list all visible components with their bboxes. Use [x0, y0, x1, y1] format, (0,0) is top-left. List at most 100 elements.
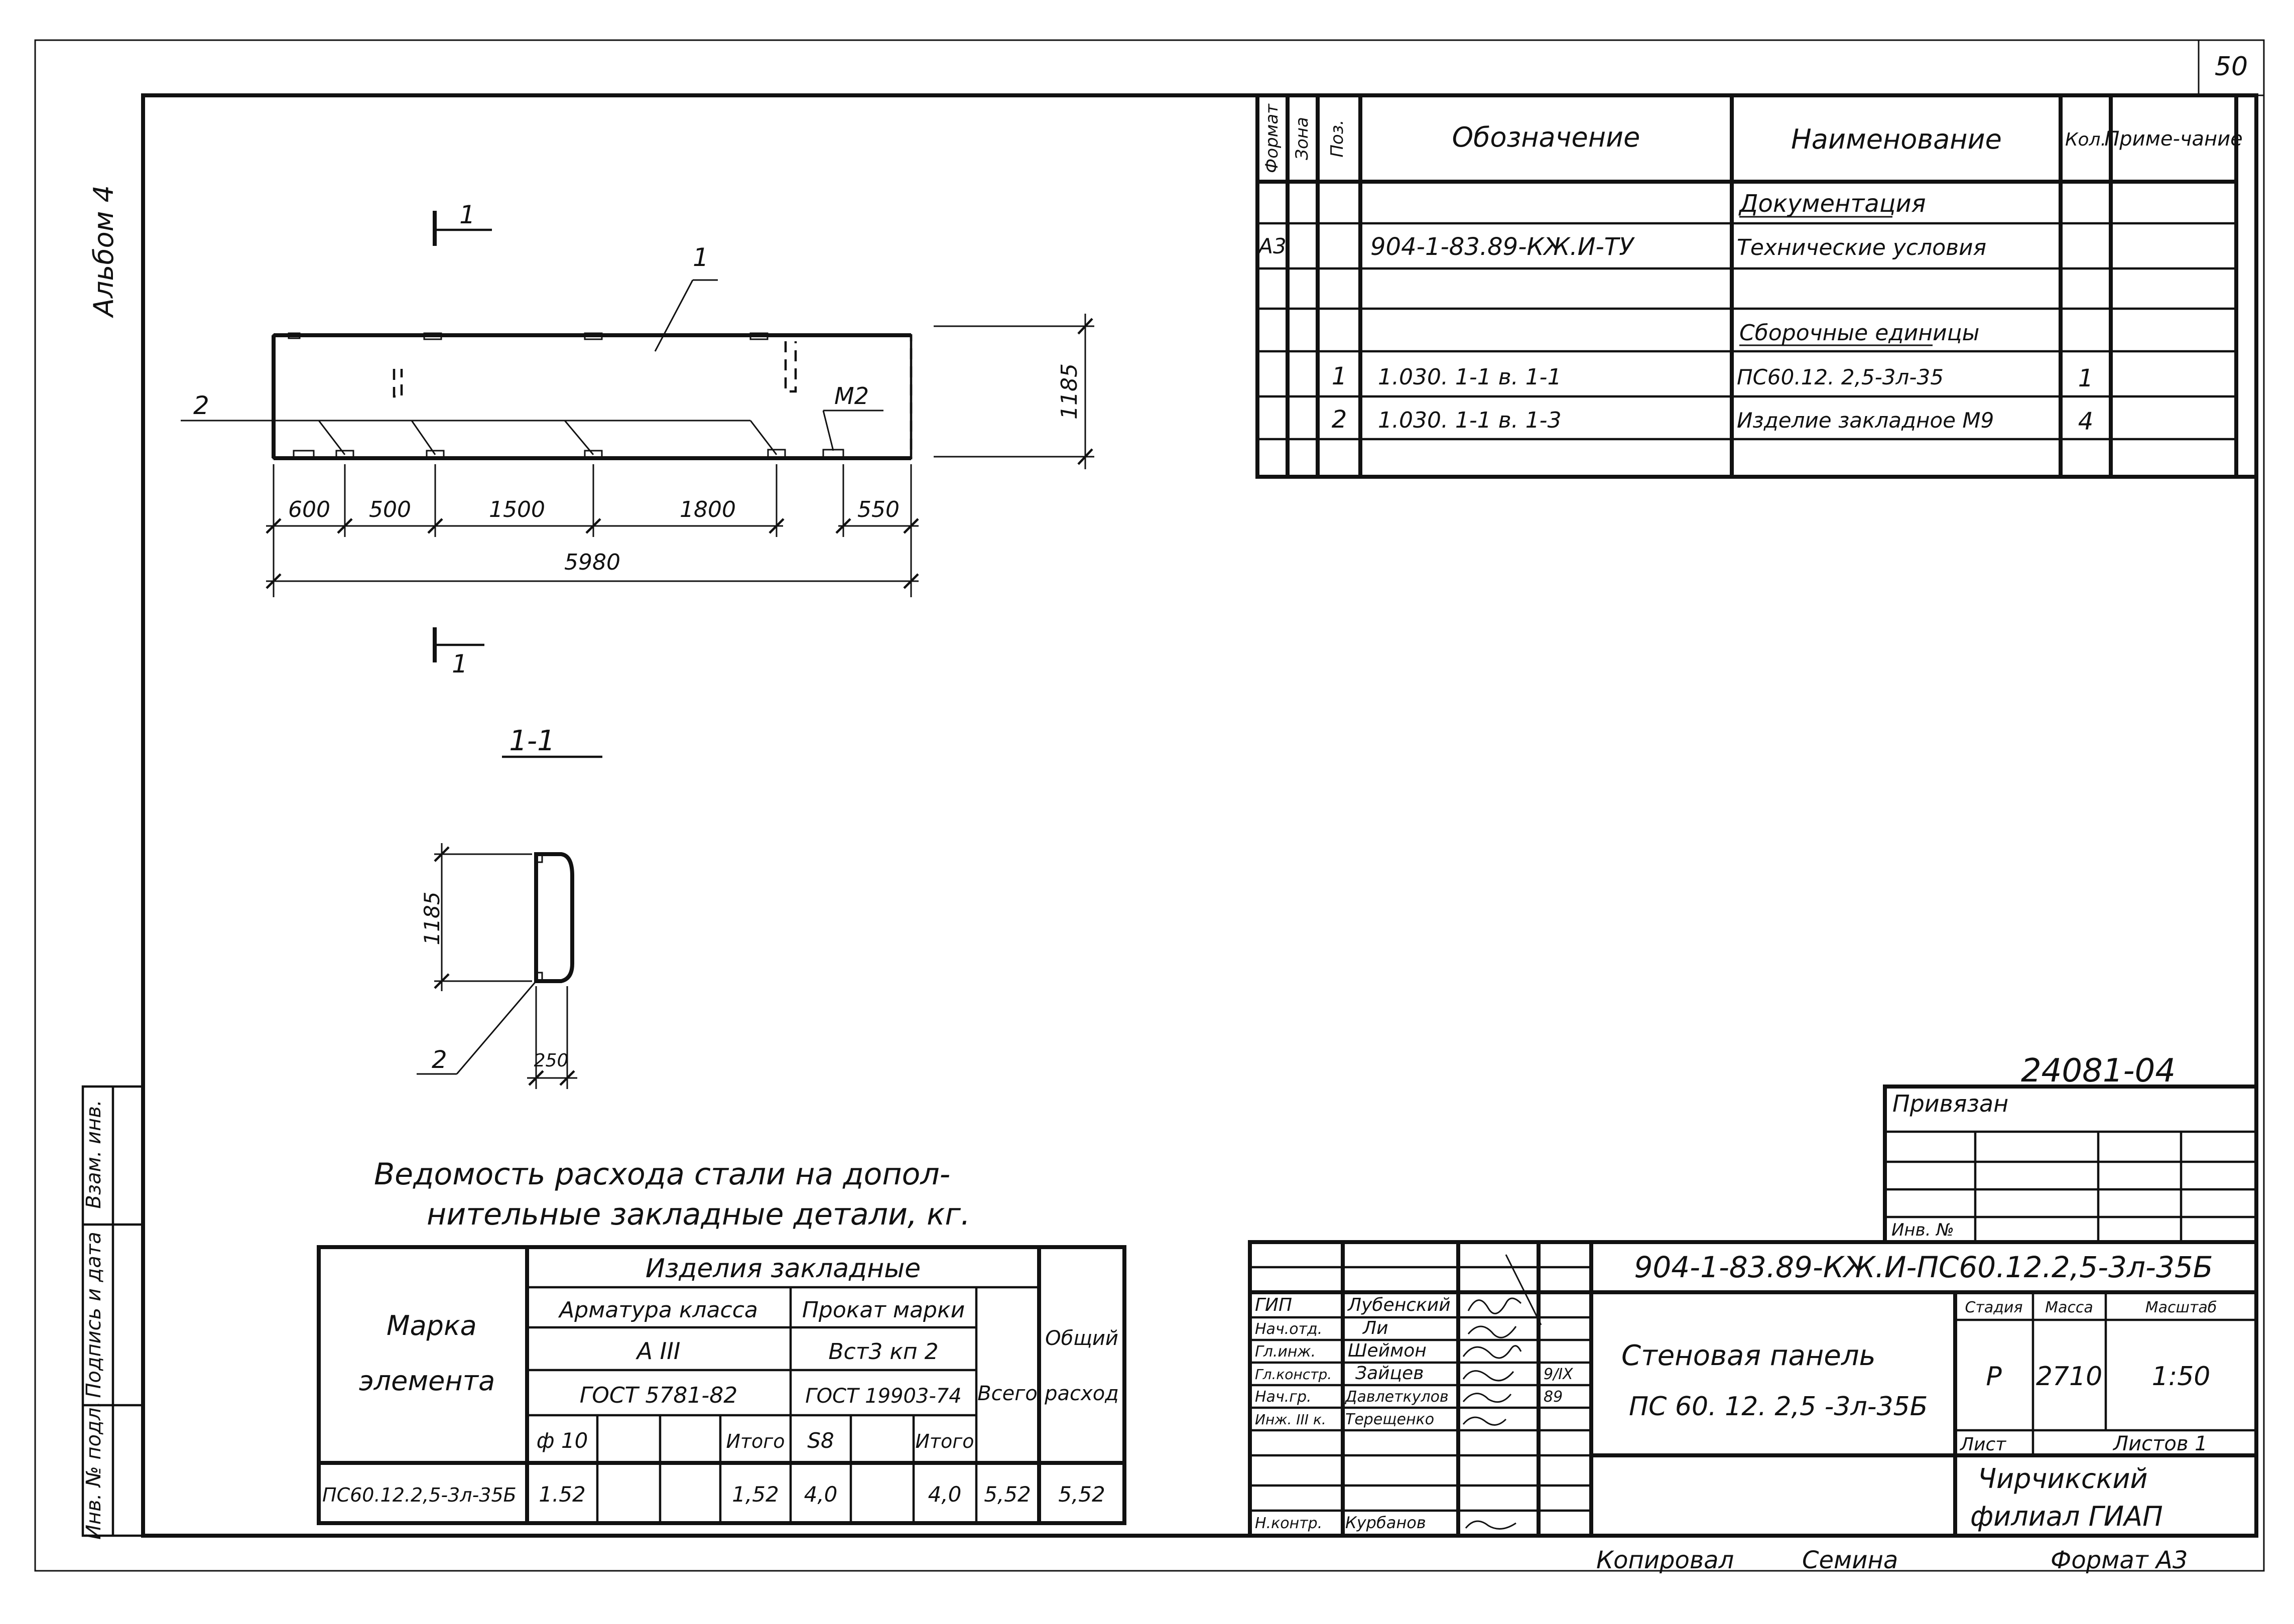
tb-listov: Листов 1: [2112, 1432, 2208, 1455]
tb-name-line1: Стеновая панель: [1621, 1339, 1876, 1372]
spec-row-5-poz: 2: [1332, 405, 1347, 434]
spec-row-0-name: Документация: [1738, 190, 1926, 218]
steel-title-2: нительные закладные детали, кг.: [427, 1197, 970, 1232]
steel-gost1: ГОСТ 5781-82: [580, 1383, 738, 1408]
steel-row-itogo2: 4,0: [928, 1482, 962, 1507]
spec-h-oboznach: Обозначение: [1452, 121, 1640, 153]
side-podpis: Подпись и дата: [82, 1232, 105, 1398]
dim-1800: 1800: [680, 497, 736, 522]
title-block: ГИП Лубенский Нач.отд. Ли Гл.инж. Шеймон…: [1248, 1240, 2258, 1538]
tb-stadiya: Р: [1986, 1362, 2002, 1392]
dim-600: 600: [288, 497, 330, 522]
tb-date-1: 9/IX: [1544, 1366, 1574, 1383]
inv-no-label: Инв. №: [1891, 1220, 1954, 1240]
signatures: [1462, 1254, 1542, 1530]
spec-row-1-oboznach: 904-1-83.89-КЖ.И-ТУ: [1370, 233, 1635, 261]
tb-role-3: Гл.констр.: [1255, 1366, 1332, 1383]
steel-prokat: Прокат марки: [802, 1297, 965, 1323]
sheet-number: 50: [2215, 52, 2248, 82]
tb-name-0: Лубенский: [1347, 1295, 1451, 1315]
tb-name-4: Давлеткулов: [1344, 1388, 1449, 1406]
section-width-dim: 250: [534, 1050, 569, 1071]
tb-designation: 904-1-83.89-КЖ.И-ПС60.12.2,5-3л-35Б: [1634, 1250, 2213, 1284]
steel-itogo-2: Итого: [915, 1430, 974, 1452]
tb-masshtab: 1:50: [2152, 1362, 2211, 1392]
steel-d10: ф 10: [537, 1428, 588, 1453]
steel-row-obshiy: 5,52: [1058, 1482, 1105, 1507]
tb-masshtab-h: Масштаб: [2145, 1299, 2217, 1316]
steel-rashod: расход: [1044, 1382, 1119, 1405]
panel-outline: [272, 334, 913, 460]
tb-org-1: Чирчикский: [1978, 1463, 2148, 1495]
dim-550: 550: [857, 497, 900, 522]
tb-role-5: Инж. III к.: [1255, 1411, 1326, 1428]
spec-row-1-name: Технические условия: [1737, 235, 1986, 260]
tb-date-2: 89: [1544, 1388, 1563, 1406]
side-inv-podl: Инв. № подл.: [82, 1401, 105, 1540]
steel-row-d10: 1.52: [539, 1482, 586, 1507]
steel-vsego: Всего: [977, 1382, 1038, 1405]
tb-role-2: Гл.инж.: [1255, 1343, 1316, 1361]
leader-label-1: 1: [693, 243, 709, 272]
tb-role-0: ГИП: [1255, 1295, 1292, 1315]
section-marker-top: 1: [459, 200, 475, 229]
side-stamp: Взам. инв. Подпись и дата Инв. № подл.: [81, 1085, 145, 1540]
section-marker-bottom: 1: [452, 649, 468, 679]
steel-title-1: Ведомость расхода стали на допол-: [374, 1157, 950, 1192]
leader-label-m2: М2: [834, 382, 869, 410]
section-leader: 2: [432, 1046, 447, 1074]
tb-massa: 2710: [2036, 1362, 2102, 1392]
spec-row-4-oboznach: 1.030. 1-1 в. 1-1: [1378, 364, 1562, 390]
inner-frame: [141, 93, 2258, 1538]
spec-h-kol: Кол.: [2065, 129, 2106, 150]
spec-row-5-name: Изделие закладное М9: [1737, 408, 1994, 433]
spec-row-5-kol: 4: [2078, 408, 2094, 436]
tb-name-3: Зайцев: [1355, 1363, 1424, 1384]
steel-row-vsego: 5,52: [984, 1482, 1031, 1507]
tb-name-2: Шеймон: [1348, 1340, 1427, 1361]
steel-row-itogo1: 1,52: [732, 1482, 779, 1507]
spec-row-1-format: А3: [1257, 234, 1286, 258]
spec-h-zona: Зона: [1292, 117, 1312, 160]
kopiroval-name: Семина: [1802, 1546, 1898, 1574]
dim-500: 500: [369, 497, 411, 522]
tb-list: Лист: [1959, 1434, 2006, 1455]
steel-gost2: ГОСТ 19903-74: [805, 1385, 961, 1408]
leader-label-2: 2: [193, 391, 209, 420]
tb-org-2: филиал ГИАП: [1970, 1501, 2163, 1532]
spec-row-4-kol: 1: [2078, 364, 2094, 392]
spec-row-4-poz: 1: [1332, 362, 1347, 390]
format-label: Формат А3: [2051, 1546, 2188, 1574]
steel-elementa: элемента: [359, 1365, 495, 1397]
album-label: Альбом 4: [88, 185, 119, 318]
tb-stadiya-h: Стадия: [1965, 1299, 2022, 1316]
panel-plan: 1 1 2 М2: [181, 200, 1094, 679]
tb-massa-h: Масса: [2045, 1299, 2093, 1316]
kopiroval-label: Копировал: [1596, 1546, 1734, 1574]
drawing-code: 24081-04: [2021, 1052, 2176, 1090]
section-view: 1-1 1185 250 2: [417, 725, 602, 1089]
steel-izdeliya: Изделия закладные: [646, 1254, 921, 1284]
tb-name-line2: ПС 60. 12. 2,5 -3л-35Б: [1629, 1392, 1928, 1422]
steel-itogo-1: Итого: [726, 1430, 785, 1452]
steel-armatura: Арматура класса: [558, 1297, 758, 1323]
steel-marka-stali: Вст3 кп 2: [828, 1339, 938, 1365]
privyazan-label: Привязан: [1892, 1090, 2008, 1117]
tb-role-1: Нач.отд.: [1255, 1320, 1322, 1338]
steel-row-marka: ПС60.12.2,5-3л-35Б: [322, 1484, 517, 1506]
privyazan-block: 24081-04 Привязан Инв. №: [1883, 1052, 2258, 1244]
outer-frame: [34, 39, 2265, 1572]
spec-h-format: Формат: [1262, 103, 1282, 173]
spec-h-poz: Поз.: [1327, 119, 1347, 157]
dim-1500: 1500: [489, 497, 545, 522]
steel-obshiy: Общий: [1045, 1327, 1118, 1350]
spec-h-prim: Приме-чание: [2104, 127, 2243, 151]
spec-row-3-name: Сборочные единицы: [1739, 320, 1979, 346]
dim-total: 5980: [564, 550, 620, 575]
side-vzam: Взам. инв.: [82, 1100, 105, 1208]
spec-row-5-oboznach: 1.030. 1-1 в. 1-3: [1378, 408, 1562, 433]
spec-row-4-name: ПС60.12. 2,5-3л-35: [1737, 365, 1944, 389]
tb-name-1: Ли: [1362, 1318, 1388, 1338]
plan-height-dim: 1185: [1057, 363, 1082, 420]
